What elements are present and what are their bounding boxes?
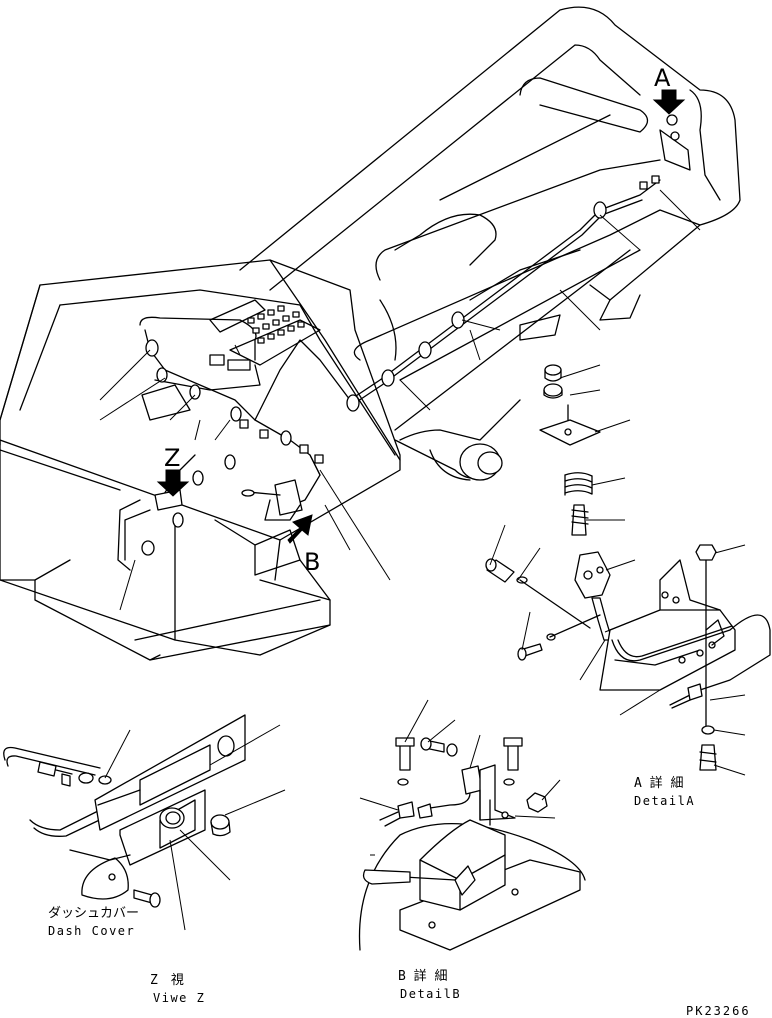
- detail-b-label-en: DetailB: [400, 987, 461, 1001]
- detail-b-drawing: [358, 699, 586, 951]
- b-lever: [241, 479, 303, 521]
- dash-cover-label-jp: ダッシュカバー: [48, 906, 139, 921]
- callout-arrow-b: [287, 514, 313, 544]
- leader-lines-main: [99, 189, 701, 611]
- detail-a-label-jp: A 詳 細: [634, 775, 683, 791]
- dash-cover-label-en: Dash Cover: [48, 924, 135, 938]
- detail-a-drawing: [485, 364, 771, 776]
- callout-label-b: B: [304, 548, 320, 576]
- callout-label-a: A: [654, 64, 671, 92]
- callout-arrow-z: [156, 469, 190, 497]
- connector-panel: [209, 299, 321, 371]
- view-z-label-en: Viwe Z: [153, 991, 205, 1005]
- dash-cover-plate: [141, 384, 191, 421]
- cab-housing: [0, 259, 401, 661]
- callout-label-z: Z: [164, 444, 180, 472]
- drawing-number: PK23266: [686, 1004, 751, 1018]
- view-z-label-jp: Z 視: [150, 973, 184, 988]
- z-bracket: [154, 489, 183, 511]
- a-bracket: [659, 114, 691, 171]
- detail-a-label-en: DetailA: [634, 794, 695, 808]
- view-z-drawing: [3, 714, 286, 931]
- wiring-harness: [117, 114, 691, 571]
- harness-clamps: [141, 175, 660, 556]
- callout-arrow-a: [652, 89, 686, 115]
- frame-boom: [239, 6, 741, 481]
- detail-b-label-jp: B 詳 細: [398, 968, 447, 984]
- main-assembly-drawing: [0, 6, 741, 661]
